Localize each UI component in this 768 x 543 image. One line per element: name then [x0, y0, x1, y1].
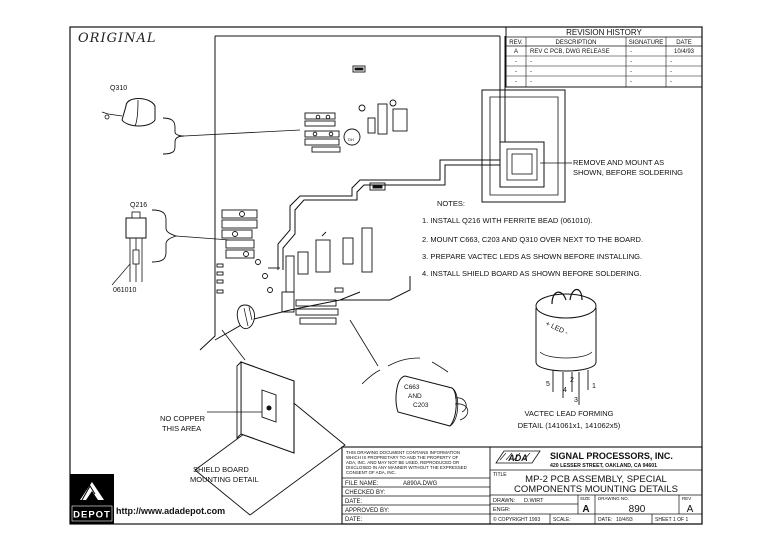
- date-label: DATE:: [345, 517, 363, 523]
- signature-col-header: SIGNATURE: [629, 40, 664, 46]
- no-copper-line2: THIS AREA: [162, 424, 201, 433]
- depot-watermark: DEPOT: [70, 474, 114, 524]
- vactec-callout-line1: VACTEC LEAD FORMING: [524, 409, 613, 418]
- no-copper-line1: NO COPPER: [160, 414, 206, 423]
- disclaimer-line: DISCLOSED IN ANY MANNER WITHOUT THE EXPR…: [346, 465, 467, 470]
- desc-cell: REV C PCB, DWG RELEASE: [530, 49, 610, 55]
- rev-cell: A: [514, 49, 518, 55]
- pin-label: 2: [570, 377, 574, 384]
- pin-label: 4: [563, 387, 567, 394]
- note-item: 2. MOUNT C663, C203 AND Q310 OVER NEXT T…: [422, 235, 643, 244]
- date-cell: 10/4/93: [674, 49, 695, 55]
- ada-logo-text: ADA: [507, 453, 528, 463]
- note-item: 4. INSTALL SHIELD BOARD AS SHOWN BEFORE …: [422, 269, 642, 278]
- note-item: 3. PREPARE VACTEC LEDS AS SHOWN BEFORE I…: [422, 252, 642, 261]
- notes-heading: NOTES:: [437, 199, 465, 208]
- desc-cell: -: [530, 79, 532, 85]
- copyright-text: © COPYRIGHT 1993: [493, 516, 540, 523]
- checked-by-label: CHECKED BY:: [345, 490, 386, 496]
- approved-by-label: APPROVED BY:: [345, 508, 390, 514]
- company-name: SIGNAL PROCESSORS, INC.: [550, 451, 673, 461]
- note-item: 1. INSTALL Q216 WITH FERRITE BEAD (06101…: [422, 216, 592, 225]
- rev-cell: -: [515, 59, 517, 65]
- disclaimer-line: ADA, INC. AND MAY NOT BE USED, REPRODUCE…: [346, 460, 459, 465]
- disclaimer-line: THIS DRAWING DOCUMENT CONTAINS INFORMATI…: [346, 450, 460, 455]
- depot-logo-text: DEPOT: [73, 510, 111, 521]
- disclaimer-line: CONSENT OF ADA, INC.: [346, 470, 396, 475]
- ada-logo: ADA: [495, 450, 541, 464]
- revision-title: REVISION HISTORY: [566, 28, 642, 37]
- disclaimer-line: WHICH IS PROPRIETARY TO AND THE PROPERTY…: [346, 455, 459, 460]
- revision-history-table: REVISION HISTORY REV. DESCRIPTION SIGNAT…: [505, 26, 703, 88]
- cap-label-and: AND: [408, 393, 422, 400]
- q216-label: Q216: [130, 202, 147, 209]
- drawing-title-line2: COMPONENTS MOUNTING DETAILS: [514, 484, 678, 495]
- svg-text:DH: DH: [348, 137, 354, 142]
- signature-cell: -: [630, 79, 632, 85]
- bead-label: 061010: [113, 287, 136, 294]
- pcb-board-outline: [199, 35, 506, 351]
- pin-label: 1: [592, 383, 596, 390]
- date-col-header: DATE: [676, 40, 692, 46]
- rev-col-header: REV.: [509, 40, 523, 46]
- scale-label: SCALE:: [553, 517, 571, 523]
- signature-cell: -: [630, 49, 632, 55]
- date-cell: -: [670, 59, 672, 65]
- shield-board-detail: NO COPPER THIS AREA SHIELD BOARD MOUNTIN…: [160, 304, 346, 516]
- pcb-components: DH: [216, 65, 408, 325]
- sheet-number: SHEET 1 OF 1: [655, 517, 688, 523]
- q216-detail: Q216 061010: [111, 202, 231, 294]
- pin-label: 5: [546, 381, 550, 388]
- drawing-title-line1: MP-2 PCB ASSEMBLY, SPECIAL: [525, 474, 667, 485]
- title-block: THIS DRAWING DOCUMENT CONTAINS INFORMATI…: [341, 446, 703, 525]
- remove-callout-line2: SHOWN, BEFORE SOLDERING: [573, 168, 683, 177]
- date-value: 10/4/93: [616, 517, 633, 523]
- rev-label: REV: [682, 496, 691, 501]
- cap-label-2: C203: [413, 402, 429, 409]
- shield-callout-line2: MOUNTING DETAIL: [190, 475, 259, 484]
- title-label: TITLE: [493, 472, 507, 478]
- original-stamp: ORIGINAL: [78, 31, 157, 46]
- rev-value: A: [687, 504, 694, 515]
- rev-cell: -: [515, 69, 517, 75]
- q310-label: Q310: [110, 85, 127, 92]
- drawing-number-label: DRAWING NO.: [598, 496, 629, 501]
- date-label: DATE:: [598, 517, 612, 523]
- engr-label: ENGR:: [493, 507, 511, 513]
- desc-col-header: DESCRIPTION: [555, 40, 596, 46]
- drawing-number-value: 890: [629, 504, 646, 515]
- q310-detail: Q310: [101, 85, 301, 155]
- vactec-led-detail: + LED - 5 4 2 3 1 VACTEC LEAD FORMING DE…: [518, 288, 621, 430]
- company-address: 420 LESSER STREET, OAKLAND, CA 94601: [550, 463, 657, 469]
- notes-section: NOTES: 1. INSTALL Q216 WITH FERRITE BEAD…: [422, 199, 643, 278]
- signature-cell: -: [630, 69, 632, 75]
- remove-mount-detail: REMOVE AND MOUNT AS SHOWN, BEFORE SOLDER…: [481, 89, 683, 203]
- desc-cell: -: [530, 59, 532, 65]
- depot-url: http://www.adadepot.com: [116, 506, 225, 516]
- remove-callout-line1: REMOVE AND MOUNT AS: [573, 158, 664, 167]
- capacitor-detail: C663 AND C203: [349, 319, 469, 427]
- pin-label: 3: [574, 397, 578, 404]
- size-value: A: [582, 504, 589, 515]
- shield-callout-line1: SHIELD BOARD: [193, 465, 249, 474]
- date-cell: -: [670, 69, 672, 75]
- file-name-value: A890A.DWG: [403, 481, 438, 487]
- signature-cell: -: [630, 59, 632, 65]
- cap-label-1: C663: [404, 384, 420, 391]
- drawn-value: D.WIRT: [524, 498, 544, 504]
- file-name-label: FILE NAME:: [345, 481, 379, 487]
- vactec-callout-line2: DETAIL (141061x1, 141062x5): [518, 421, 621, 430]
- size-label: SIZE: [580, 496, 590, 501]
- desc-cell: -: [530, 69, 532, 75]
- date-label: DATE:: [345, 499, 363, 505]
- drawn-label: DRAWN:: [493, 498, 516, 504]
- rev-cell: -: [515, 79, 517, 85]
- date-cell: -: [670, 79, 672, 85]
